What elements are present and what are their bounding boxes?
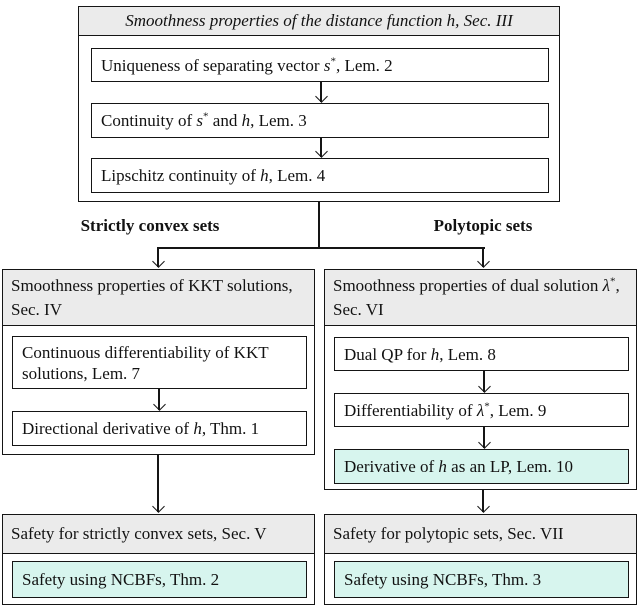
connector-horizontal-line: [157, 247, 485, 249]
section-header-text: Safety for polytopic sets, Sec. VII: [333, 524, 564, 543]
safety-polytopic-box: Safety for polytopic sets, Sec. VII Safe…: [324, 514, 637, 605]
connector-vertical-line: [318, 200, 320, 249]
arrow-stem: [482, 489, 484, 512]
arrow-head: [477, 255, 490, 268]
node-text: Continuity of s* and h, Lem. 3: [101, 110, 307, 130]
arrow-stem: [320, 82, 322, 102]
node-text: Differentiability of λ*, Lem. 9: [344, 399, 547, 420]
section-header-text: Smoothness properties of KKT solutions, …: [11, 276, 293, 319]
arrow-head: [478, 380, 491, 393]
arrow-stem: [320, 138, 322, 157]
label-polytopic-sets: Polytopic sets: [433, 216, 533, 235]
top-section-box: Smoothness properties of the distance fu…: [78, 6, 560, 202]
node-text: Derivative of h as an LP, Lem. 10: [344, 457, 573, 476]
arrow-head: [315, 145, 328, 158]
arrow-stem: [157, 248, 159, 267]
arrow-stem: [157, 454, 159, 512]
arrow-down-icon: [315, 138, 328, 158]
arrow-stem: [483, 427, 485, 448]
kkt-section-box: Smoothness properties of KKT solutions, …: [2, 269, 315, 455]
node-text: Lipschitz continuity of h, Lem. 4: [101, 166, 326, 185]
node-continuity-lem3: Continuity of s* and h, Lem. 3: [91, 103, 549, 138]
node-derivative-lp-lem10: Derivative of h as an LP, Lem. 10: [334, 449, 629, 484]
node-text: Safety using NCBFs, Thm. 3: [344, 570, 542, 589]
node-text: Safety using NCBFs, Thm. 2: [22, 570, 220, 589]
arrow-stem: [482, 248, 484, 267]
section-header-text: Safety for strictly convex sets, Sec. V: [11, 524, 267, 543]
arrow-down-icon: [477, 489, 490, 513]
kkt-section-header: Smoothness properties of KKT solutions, …: [3, 270, 314, 326]
node-safety-ncbf-thm2: Safety using NCBFs, Thm. 2: [12, 561, 307, 598]
arrow-down-icon: [152, 248, 165, 268]
arrow-down-icon: [478, 427, 491, 449]
safety-convex-box: Safety for strictly convex sets, Sec. V …: [2, 514, 315, 605]
arrow-down-icon: [152, 454, 165, 513]
node-uniqueness-lem2: Uniqueness of separating vector s*, Lem.…: [91, 48, 549, 82]
node-lipschitz-lem4: Lipschitz continuity of h, Lem. 4: [91, 158, 549, 193]
top-section-title-text: Smoothness properties of the distance fu…: [125, 11, 513, 30]
arrow-head: [152, 255, 165, 268]
arrow-head: [152, 500, 165, 513]
arrow-head: [315, 90, 328, 103]
arrow-head: [477, 500, 490, 513]
arrow-head: [153, 398, 166, 411]
node-text: Continuous differentiability of KKT solu…: [22, 342, 269, 383]
node-directional-derivative-thm1: Directional derivative of h, Thm. 1: [12, 411, 307, 446]
section-header-text: Smoothness properties of dual solution λ…: [333, 275, 620, 319]
arrow-head: [478, 436, 491, 449]
dual-section-box: Smoothness properties of dual solution λ…: [324, 269, 637, 490]
arrow-down-icon: [478, 371, 491, 393]
node-differentiability-lem9: Differentiability of λ*, Lem. 9: [334, 393, 629, 427]
node-text: Uniqueness of separating vector s*, Lem.…: [101, 54, 393, 75]
node-continuous-differentiability-lem7: Continuous differentiability of KKT solu…: [12, 336, 307, 389]
arrow-down-icon: [315, 82, 328, 103]
safety-convex-header: Safety for strictly convex sets, Sec. V: [3, 515, 314, 554]
top-section-title: Smoothness properties of the distance fu…: [79, 7, 559, 36]
arrow-stem: [483, 371, 485, 392]
arrow-down-icon: [477, 248, 490, 268]
node-text: Dual QP for h, Lem. 8: [344, 344, 496, 364]
label-strictly-convex-sets: Strictly convex sets: [80, 216, 220, 235]
node-safety-ncbf-thm3: Safety using NCBFs, Thm. 3: [334, 561, 629, 598]
arrow-down-icon: [153, 389, 166, 411]
dual-section-header: Smoothness properties of dual solution λ…: [325, 270, 636, 326]
arrow-stem: [158, 389, 160, 410]
node-text: Directional derivative of h, Thm. 1: [22, 419, 260, 438]
node-dual-qp-lem8: Dual QP for h, Lem. 8: [334, 337, 629, 371]
safety-polytopic-header: Safety for polytopic sets, Sec. VII: [325, 515, 636, 554]
